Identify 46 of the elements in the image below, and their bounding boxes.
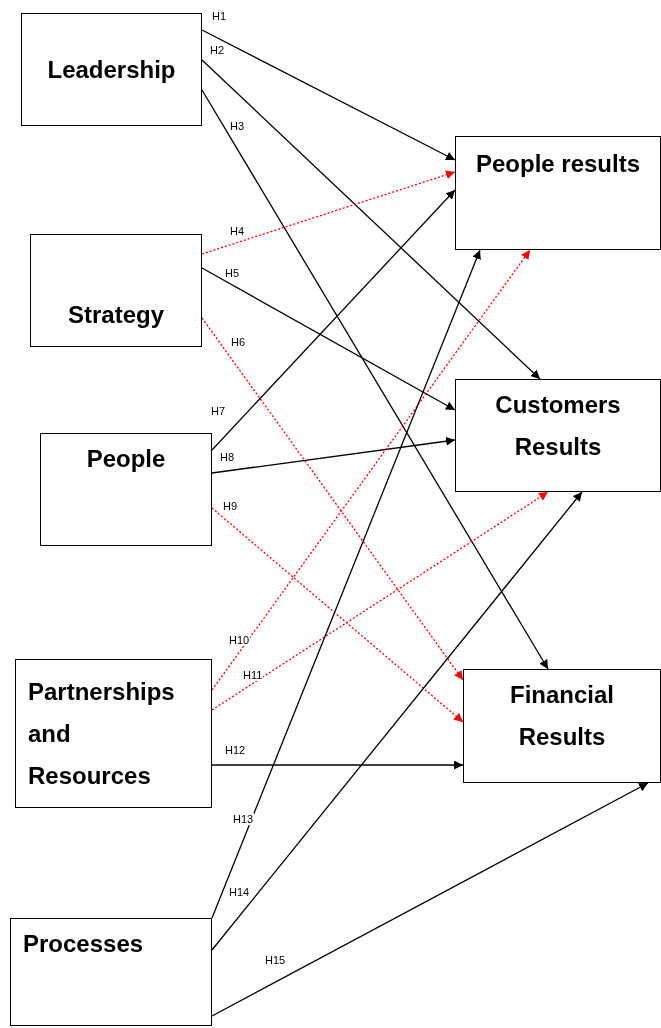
edge-label: H4: [229, 225, 246, 237]
process-box: [40, 433, 212, 546]
arrow: [211, 507, 464, 723]
edge-label: H5: [224, 267, 241, 279]
edge-label: H6: [230, 336, 247, 348]
node-label: Partnerships and Resources: [28, 676, 176, 791]
node-label: Processes: [23, 929, 144, 959]
arrow: [201, 267, 456, 411]
arrow: [211, 249, 481, 919]
arrow: [201, 89, 549, 670]
node-label: Leadership: [47, 54, 176, 85]
node-label: Strategy: [67, 300, 164, 330]
process-box: [21, 13, 202, 126]
arrow: [201, 59, 541, 380]
process-box: [455, 136, 661, 250]
process-box: [10, 918, 212, 1026]
process-box: [15, 659, 212, 808]
edge-label: H3: [229, 120, 246, 132]
arrow: [211, 491, 583, 951]
arrow: [211, 782, 649, 1017]
arrow: [211, 189, 456, 451]
edge-label: H10: [228, 634, 251, 646]
edge-label: H2: [209, 44, 226, 56]
arrow: [211, 436, 456, 474]
node-label: People results: [475, 149, 641, 179]
node-label: Financial Results: [509, 680, 615, 752]
edge-label: H11: [242, 669, 264, 681]
edge-label: H13: [232, 813, 255, 825]
arrow: [201, 29, 456, 161]
edge-label: H8: [219, 451, 236, 463]
process-box: [455, 379, 661, 492]
node-label: People: [86, 444, 166, 474]
edge-label: H14: [228, 886, 251, 898]
arrow: [211, 249, 531, 691]
arrow: [201, 317, 464, 681]
edge-label: H15: [264, 954, 287, 966]
edge-label: H9: [222, 500, 239, 512]
edge-label: H12: [224, 744, 247, 756]
arrow: [211, 491, 549, 711]
arrow: [201, 170, 456, 255]
edge-label: H7: [210, 405, 227, 417]
process-box: [463, 669, 661, 783]
node-label: Customers Results: [494, 390, 622, 462]
process-box: [30, 234, 202, 347]
arrow: [211, 760, 464, 770]
edge-label: H1: [211, 10, 228, 22]
